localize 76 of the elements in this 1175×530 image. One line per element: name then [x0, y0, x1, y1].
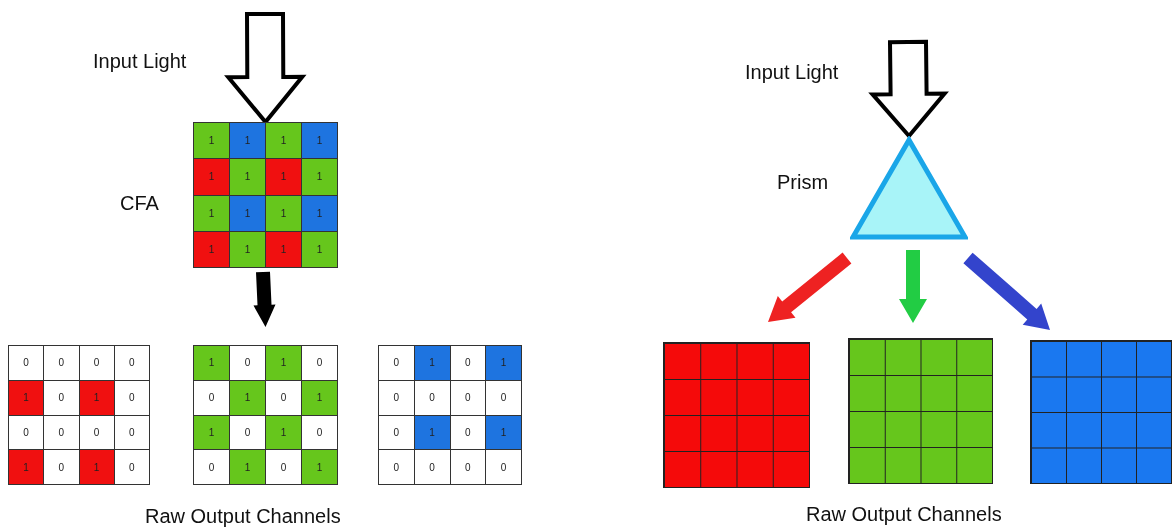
matrix-cell: 1 [302, 231, 337, 267]
matrix-cell: 1 [266, 415, 301, 450]
matrix-cell: 0 [114, 346, 149, 380]
matrix-cell: 1 [194, 231, 229, 267]
block-arrow [253, 271, 276, 327]
matrix-cell: 1 [302, 159, 337, 195]
matrix-cell: 1 [194, 159, 229, 195]
matrix-cell: 0 [414, 450, 450, 484]
matrix-cell: 0 [450, 415, 486, 450]
label-text: Input Light [745, 61, 839, 84]
matrix-cell: 0 [79, 415, 114, 450]
matrix-cell: 1 [194, 195, 229, 231]
matrix-cell: 1 [230, 231, 265, 267]
matrix-cell: 0 [414, 380, 450, 415]
matrix-cell: 0 [114, 380, 149, 415]
block-arrow [899, 250, 927, 323]
matrix-cell: 0 [44, 346, 79, 380]
matrix-cell: 0 [230, 415, 265, 450]
matrix-cell: 1 [302, 123, 337, 159]
matrix-cell: 0 [79, 346, 114, 380]
matrix-cell: 0 [44, 380, 79, 415]
hollow-arrow [868, 39, 949, 140]
matrix-cell: 0 [379, 346, 414, 380]
matrix-cell: 1 [486, 415, 521, 450]
block-arrow [768, 252, 852, 322]
matrix-cell: 0 [114, 450, 149, 484]
matrix-cell: 0 [302, 415, 337, 450]
caption-text: CFA [120, 192, 159, 215]
caption-text: Prism [777, 171, 829, 194]
matrix-cell: 0 [302, 346, 337, 380]
matrix-cell: 1 [230, 195, 265, 231]
matrix-cell: 1 [194, 415, 229, 450]
matrix-cell: 1 [414, 415, 450, 450]
matrix-cell: 1 [79, 450, 114, 484]
label-text: Input Light [93, 50, 187, 73]
matrix-cell: 0 [9, 415, 44, 450]
matrix-cell: 1 [230, 123, 265, 159]
matrix-cell: 1 [302, 450, 337, 484]
matrix-cell: 0 [450, 346, 486, 380]
matrix-cell: 0 [379, 415, 414, 450]
matrix-cell: 1 [266, 159, 301, 195]
matrix-cell: 1 [9, 380, 44, 415]
matrix-cell: 1 [230, 450, 265, 484]
matrix-cell: 0 [194, 380, 229, 415]
matrix-cell: 0 [230, 346, 265, 380]
matrix-cell: 1 [230, 380, 265, 415]
matrix-cell: 1 [9, 450, 44, 484]
matrix-cell: 0 [450, 450, 486, 484]
matrix-cell: 1 [266, 231, 301, 267]
matrix-cell: 0 [194, 450, 229, 484]
matrix-cell: 0 [9, 346, 44, 380]
matrix-cell: 0 [450, 380, 486, 415]
matrix-cell: 1 [230, 159, 265, 195]
matrix-cell: 0 [114, 415, 149, 450]
matrix-cell: 1 [266, 123, 301, 159]
matrix-cell: 1 [486, 346, 521, 380]
label-text: Raw Output Channels [806, 503, 1002, 526]
label-text: Raw Output Channels [145, 505, 341, 528]
matrix-cell: 1 [79, 380, 114, 415]
matrix-cell: 0 [44, 450, 79, 484]
matrix-cell: 0 [379, 450, 414, 484]
matrix-cell: 1 [194, 123, 229, 159]
prism-triangle [850, 136, 968, 240]
matrix-cell: 1 [266, 346, 301, 380]
matrix-cell: 1 [266, 195, 301, 231]
matrix-cell: 1 [194, 346, 229, 380]
matrix-cell: 0 [379, 380, 414, 415]
matrix-cell: 1 [302, 195, 337, 231]
matrix-cell: 1 [414, 346, 450, 380]
matrix-cell: 0 [266, 450, 301, 484]
block-arrow [963, 252, 1050, 330]
matrix-cell: 0 [266, 380, 301, 415]
matrix-cell: 0 [486, 380, 521, 415]
matrix-cell: 0 [44, 415, 79, 450]
matrix-cell: 0 [486, 450, 521, 484]
matrix-cell: 1 [302, 380, 337, 415]
